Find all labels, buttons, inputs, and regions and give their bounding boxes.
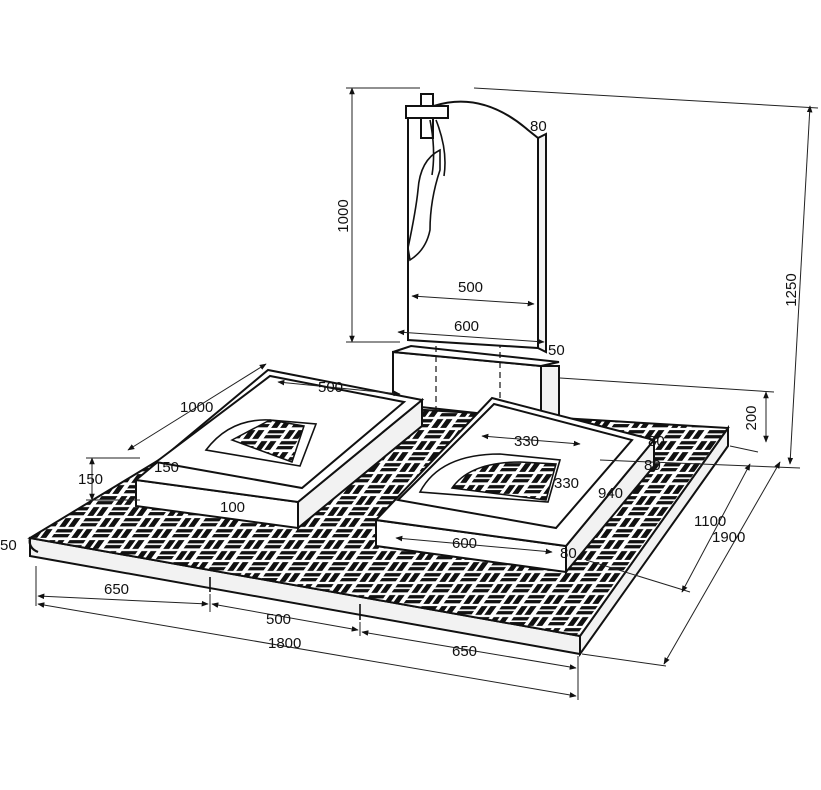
label-right-bed-inner-width-2: 330 — [554, 475, 579, 492]
label-stele-height: 1000 — [335, 199, 352, 232]
label-right-bed-length: 940 — [598, 485, 623, 502]
label-right-bed-rim-2: 80 — [644, 457, 661, 474]
label-top-edge: 80 — [530, 118, 547, 135]
label-left-bed-length: 1000 — [180, 399, 213, 416]
right-bed-planting-area — [450, 461, 557, 501]
label-total-height: 1250 — [783, 273, 800, 306]
right-flower-bed — [373, 396, 656, 575]
cross-icon — [405, 93, 449, 139]
label-front-left: 650 — [104, 581, 129, 598]
label-right-bed-rim-3: 80 — [560, 545, 577, 562]
label-stele-width: 500 — [458, 279, 483, 296]
label-right-bed-inner-width: 330 — [514, 433, 539, 450]
label-front-right: 650 — [452, 643, 477, 660]
dimension-lines — [35, 87, 819, 700]
label-side-total: 1900 — [712, 529, 745, 546]
label-left-bed-height: 150 — [78, 471, 103, 488]
label-left-bed-rim: 150 — [154, 459, 179, 476]
label-front-total: 1800 — [268, 635, 301, 652]
label-right-bed-width: 600 — [452, 535, 477, 552]
label-right-bed-rim: 80 — [648, 433, 665, 450]
label-stand-height: 200 — [743, 405, 760, 430]
label-stand-width: 600 — [454, 318, 479, 335]
label-stand-depth: 50 — [548, 342, 565, 359]
label-border-edge: 50 — [0, 537, 17, 554]
label-left-bed-inset: 100 — [220, 499, 245, 516]
dimension-labels: 1000 1250 80 500 600 50 200 1000 500 150… — [0, 118, 800, 660]
label-left-bed-width: 500 — [318, 379, 343, 396]
label-front-middle: 500 — [266, 611, 291, 628]
label-side-depth: 1100 — [694, 513, 726, 530]
stele — [405, 93, 547, 354]
left-flower-bed — [133, 368, 425, 531]
